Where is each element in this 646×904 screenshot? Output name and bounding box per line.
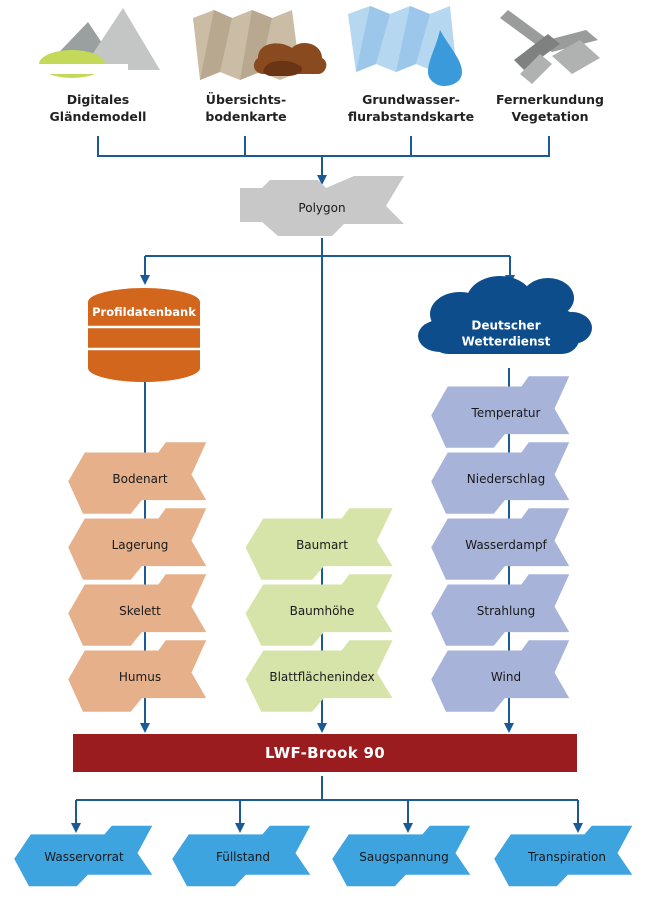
source-dgm-line2: Gländemodell bbox=[49, 108, 147, 124]
vegetation-item: Blattflächenindex bbox=[269, 670, 375, 684]
soil-map-icon bbox=[193, 10, 327, 80]
weather-item: Wasserdampf bbox=[465, 538, 547, 552]
output-item: Transpiration bbox=[528, 850, 606, 864]
satellite-icon bbox=[500, 10, 600, 84]
source-gw-line2: flurabstandskarte bbox=[347, 108, 475, 124]
output-item: Wasservorrat bbox=[44, 850, 124, 864]
profildatenbank-label: Profildatenbank bbox=[92, 305, 196, 319]
polygon-node bbox=[240, 176, 404, 236]
soil-item: Humus bbox=[118, 670, 162, 684]
source-buek-label: Übersichts- bodenkarte bbox=[194, 92, 298, 126]
source-gw-line1: Grundwasser- bbox=[362, 92, 460, 107]
weather-item: Niederschlag bbox=[466, 472, 546, 486]
terrain-icon bbox=[38, 8, 160, 78]
soil-item: Bodenart bbox=[112, 472, 168, 486]
weather-item: Strahlung bbox=[476, 604, 536, 618]
dwd-line2: Wetterdienst bbox=[461, 334, 551, 348]
dwd-label: Deutscher Wetterdienst bbox=[462, 318, 551, 349]
vegetation-item: Baumhöhe bbox=[289, 604, 355, 618]
vegetation-item: Baumart bbox=[296, 538, 348, 552]
source-buek-line2: bodenkarte bbox=[205, 108, 287, 124]
model-label: LWF-Brook 90 bbox=[264, 744, 386, 762]
database-icon bbox=[88, 288, 200, 382]
soil-item: Skelett bbox=[119, 604, 161, 618]
source-fe-label: Fernerkundung Vegetation bbox=[492, 92, 608, 126]
model-bar: LWF-Brook 90 bbox=[73, 734, 577, 772]
cloud-icon bbox=[418, 276, 592, 354]
weather-item: Wind bbox=[490, 670, 522, 684]
source-gw-label: Grundwasser- flurabstandskarte bbox=[346, 92, 476, 126]
groundwater-map-icon bbox=[348, 6, 462, 86]
source-fe-line2: Vegetation bbox=[511, 108, 589, 124]
source-fe-line1: Fernerkundung bbox=[495, 92, 605, 107]
output-item: Füllstand bbox=[215, 850, 271, 864]
output-item: Saugspannung bbox=[359, 850, 449, 864]
dwd-line1: Deutscher bbox=[471, 318, 541, 333]
source-dgm-line1: Digitales bbox=[66, 92, 130, 107]
weather-item: Temperatur bbox=[471, 406, 541, 420]
polygon-label: Polygon bbox=[298, 201, 346, 215]
source-connector bbox=[97, 136, 550, 185]
source-buek-line1: Übersichts- bbox=[205, 92, 287, 107]
polygon-connector bbox=[140, 238, 515, 733]
source-dgm-label: Digitales Gländemodell bbox=[48, 92, 148, 126]
soil-item: Lagerung bbox=[111, 538, 169, 552]
